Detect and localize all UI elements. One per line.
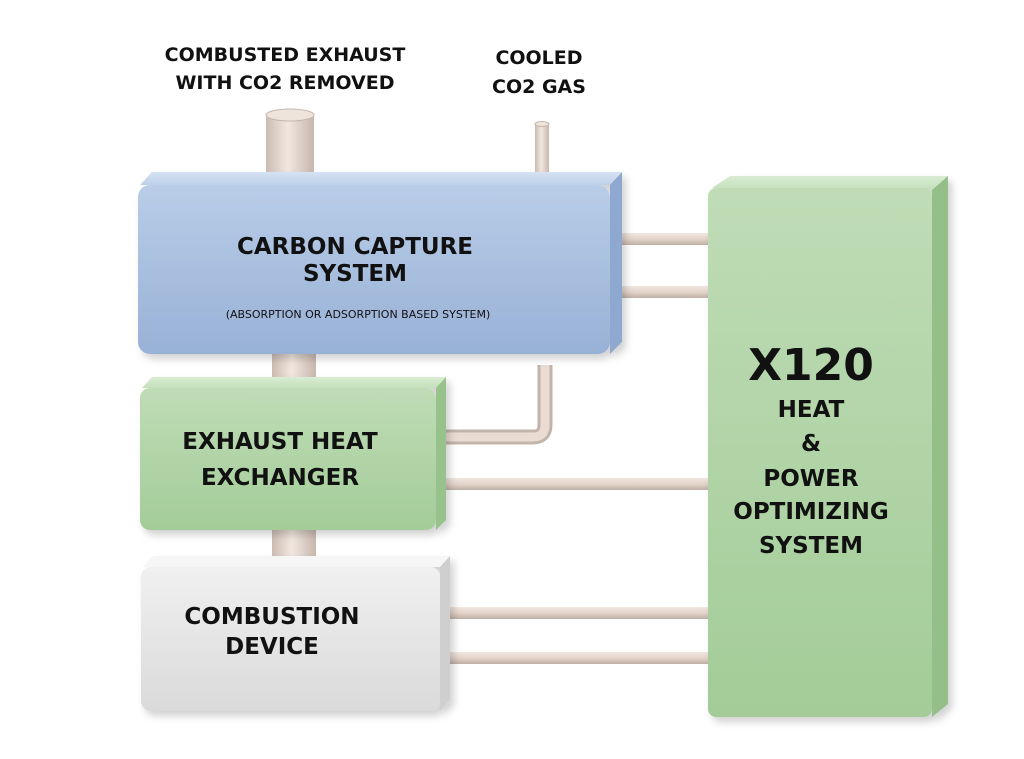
heat-exchanger-title-line1: EXHAUST HEAT bbox=[182, 429, 378, 455]
x120-line2: & bbox=[801, 431, 821, 457]
co2-outlet-pipe bbox=[534, 121, 550, 182]
carbon-capture-title-line1: CARBON CAPTURE bbox=[237, 234, 473, 260]
co2-label-line2: CO2 GAS bbox=[492, 76, 586, 98]
heat-exchanger-box bbox=[140, 377, 446, 530]
exhaust-label-line1: COMBUSTED EXHAUST bbox=[165, 44, 406, 66]
combustion-device-box bbox=[141, 556, 450, 711]
co2-label-line1: COOLED bbox=[495, 47, 582, 69]
heat-exchanger-title-line2: EXCHANGER bbox=[201, 465, 359, 491]
x120-connection-pipes bbox=[428, 233, 714, 664]
x120-line1: HEAT bbox=[778, 397, 845, 423]
carbon-capture-box bbox=[138, 172, 622, 354]
x120-line3: POWER bbox=[763, 466, 858, 492]
combustion-device-title-line1: COMBUSTION bbox=[184, 604, 359, 630]
carbon-capture-subtitle: (ABSORPTION OR ADSORPTION BASED SYSTEM) bbox=[226, 308, 491, 321]
x120-line5: SYSTEM bbox=[759, 533, 863, 559]
x120-model: X120 bbox=[748, 340, 874, 391]
carbon-capture-title-line2: SYSTEM bbox=[303, 261, 407, 287]
combustion-device-title-line2: DEVICE bbox=[225, 634, 319, 660]
x120-box bbox=[708, 176, 948, 717]
x120-line4: OPTIMIZING bbox=[733, 499, 888, 525]
exhaust-label-line2: WITH CO2 REMOVED bbox=[175, 72, 394, 94]
exhaust-outlet-pipe bbox=[265, 108, 315, 183]
